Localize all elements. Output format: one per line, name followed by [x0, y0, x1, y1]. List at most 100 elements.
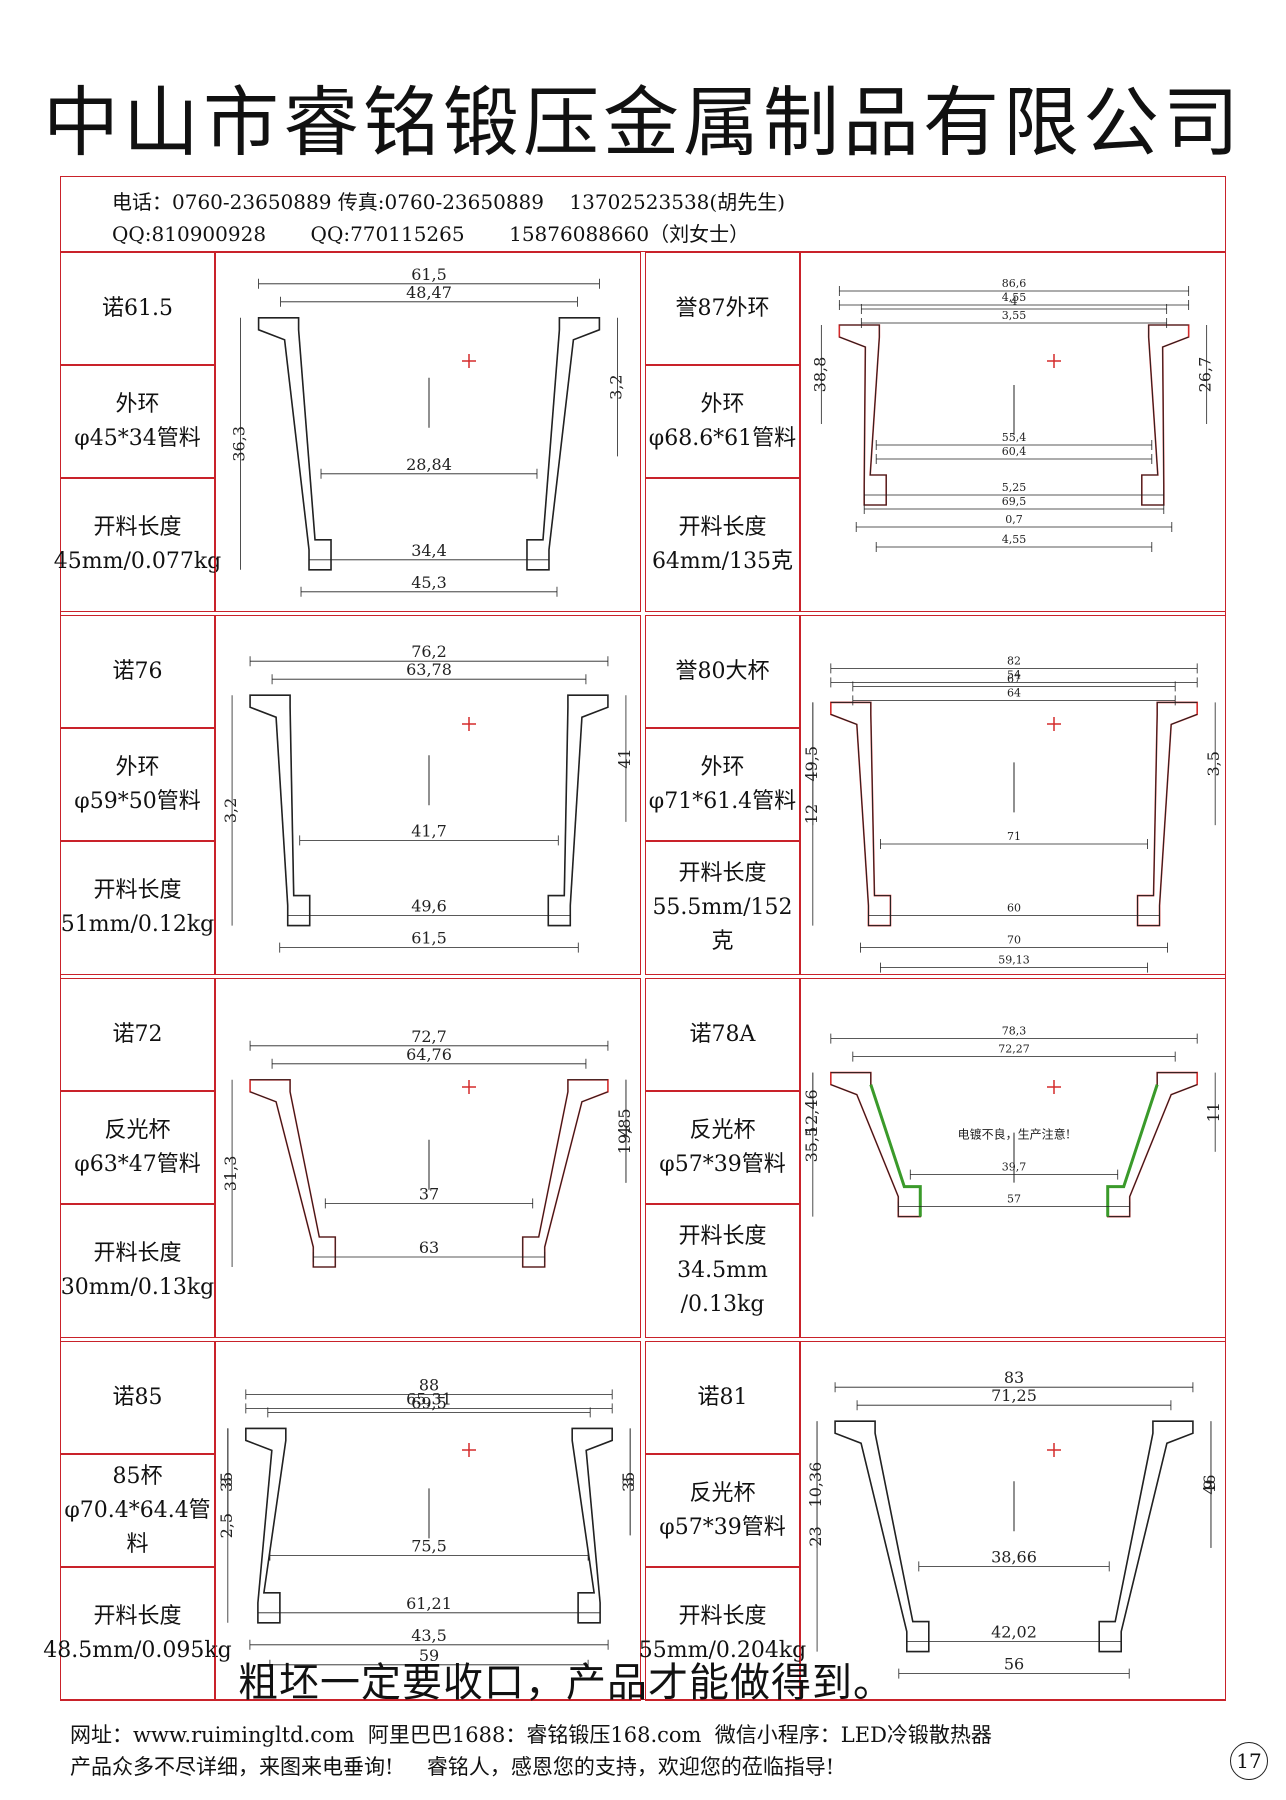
product-type: 反光杯	[104, 1117, 171, 1143]
dimension-label: 26,7	[1196, 357, 1215, 393]
page-number: 17	[1230, 1742, 1268, 1780]
dimension-label: 60	[1007, 902, 1021, 915]
product-name-cell: 诺72	[60, 978, 215, 1091]
cut-length-cell: 开料长度 34.5mm /0.13kg	[645, 1204, 800, 1338]
dimension-label: 38,8	[810, 357, 829, 393]
dimension-label: 75,5	[411, 1537, 447, 1556]
footer-website: 网址：www.ruimingltd.com 阿里巴巴1688：睿铭锻压168.c…	[70, 1723, 992, 1747]
dimension-label: 34,4	[411, 541, 447, 560]
dimension-label: 3,55	[1002, 309, 1027, 322]
profile-left-outline	[258, 317, 332, 571]
product-name-cell: 诺85	[60, 1341, 215, 1454]
cut-length-value: 34.5mm /0.13kg	[677, 1258, 768, 1317]
profile-right-wall	[1136, 701, 1198, 927]
plating-note: 电镀不良，生产注意!	[958, 1127, 1071, 1142]
profile-right-wall	[547, 694, 609, 927]
profile-left-outline	[834, 1420, 930, 1653]
profile-right-wall	[1098, 1420, 1194, 1653]
cut-length-value: 48.5mm/0.095kg	[43, 1638, 232, 1663]
tube-spec: φ71*61.4管料	[648, 788, 797, 814]
dimension-label: 3,2	[221, 798, 240, 823]
tube-spec: φ57*39管料	[659, 1151, 786, 1177]
dimension-label: 41	[615, 748, 634, 768]
dimension-label: 2,5	[217, 1513, 236, 1538]
cut-length-label: 开料长度	[678, 515, 767, 540]
dimension-label: 54	[1007, 668, 1021, 681]
cut-length-label: 开料长度	[678, 1604, 767, 1629]
profile-left-wall	[249, 1079, 337, 1268]
profile-left-outline	[830, 701, 891, 927]
product-name: 诺85	[112, 1384, 163, 1410]
profile-right-wall	[521, 1079, 609, 1268]
cut-length-label: 开料长度	[93, 515, 182, 540]
production-note: 粗坯一定要收口，产品才能做得到。	[238, 1660, 894, 1706]
dimension-label: 43,5	[411, 1626, 447, 1645]
product-type: 外环	[115, 754, 160, 780]
dimension-label: 49,5	[802, 746, 821, 782]
plating-warn-right	[1106, 1084, 1159, 1217]
dimension-label: 39,7	[1002, 1161, 1027, 1174]
dimension-label: 59	[419, 1646, 439, 1665]
dimension-label: 61,5	[411, 265, 447, 284]
dimension-label: 83	[1004, 1368, 1024, 1387]
product-name-cell: 诺81	[645, 1341, 800, 1454]
cut-length-value: 30mm/0.13kg	[60, 1275, 215, 1300]
profile-left-wall	[830, 701, 892, 927]
dimension-label: 41,7	[411, 821, 447, 840]
profile-left-wall	[249, 694, 311, 927]
profile-right-wall	[1106, 1071, 1198, 1218]
product-name: 诺81	[697, 1384, 748, 1410]
dimension-label: 0,7	[1005, 513, 1023, 526]
dimension-label: 4	[1011, 295, 1018, 308]
profile-svg: 86,6426,755,45,2538,80,74,554,553,5560,4…	[810, 277, 1215, 552]
profile-right-outline	[1141, 324, 1189, 506]
dimension-label: 61,21	[406, 1594, 452, 1613]
profile-right-outline	[526, 317, 600, 571]
profile-left-wall	[834, 1420, 930, 1653]
cut-length-value: 45mm/0.077kg	[53, 549, 222, 574]
dimension-label: 70	[1007, 934, 1021, 947]
profile-left-outline	[249, 694, 311, 927]
dimension-label: 49,6	[411, 897, 447, 916]
product-type: 外环	[700, 754, 745, 780]
product-type: 外环	[115, 391, 160, 417]
tube-spec: φ68.6*61管料	[648, 425, 797, 451]
product-name: 诺78A	[689, 1021, 756, 1047]
dimension-label: 3	[217, 1477, 236, 1487]
profile-left-wall	[257, 317, 332, 571]
product-name-cell: 诺61.5	[60, 252, 215, 365]
product-name-cell: 誉87外环	[645, 252, 800, 365]
footer-slogan: 产品众多不尽详细，来图来电垂询! 睿铭人，感恩您的支持，欢迎您的莅临指导!	[70, 1755, 835, 1779]
dimension-label: 65,31	[406, 1389, 452, 1408]
dimension-label: 63	[419, 1238, 439, 1257]
dimension-label: 69,5	[411, 1393, 447, 1412]
cut-length-label: 开料长度	[93, 878, 182, 903]
product-type: 85杯	[112, 1463, 163, 1489]
cut-length-label: 开料长度	[678, 1224, 767, 1249]
dimension-label: 11	[1204, 1102, 1223, 1122]
cut-length-value: 55mm/0.204kg	[638, 1638, 807, 1663]
dimension-label: 63,78	[406, 660, 452, 679]
contact-header	[60, 176, 1226, 252]
dimension-label: 61,5	[411, 929, 447, 948]
profile-right-outline	[547, 694, 609, 927]
profile-right-wall	[526, 317, 601, 571]
profile-left-outline	[245, 1427, 287, 1624]
dimension-label: 60,4	[1002, 445, 1027, 458]
dimension-label: 23	[806, 1526, 825, 1546]
dimension-label: 45,3	[411, 573, 447, 592]
dimension-label: 4,55	[1002, 291, 1027, 304]
contact-phone-line: 电话：0760-23650889 传真:0760-23650889 137025…	[112, 190, 786, 214]
